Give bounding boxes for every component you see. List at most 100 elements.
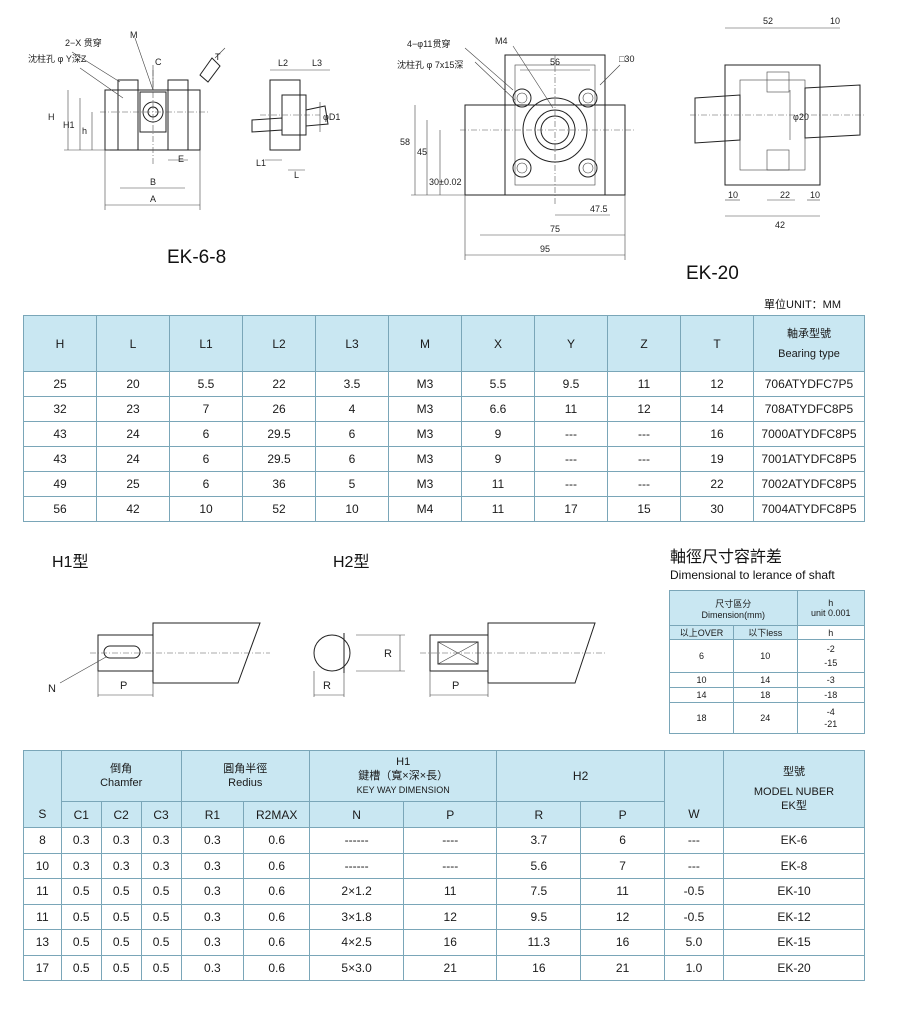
sub-header: R2MAX	[243, 801, 311, 828]
table-cell: 18	[732, 687, 798, 703]
table-cell: EK-12	[722, 903, 866, 930]
table-cell: 9.5	[496, 903, 582, 930]
sub-header: R	[496, 801, 582, 828]
table-cell: 10	[732, 639, 798, 673]
bearing-header-cn: 軸承型號	[787, 327, 831, 340]
ek68-h-label: H	[48, 112, 55, 122]
table-cell: 6	[580, 827, 665, 854]
table-cell: 8	[23, 827, 62, 854]
shaft-types-drawing: N P R R P	[20, 595, 620, 720]
col-header: H	[23, 315, 97, 372]
table-cell: 16	[680, 421, 754, 447]
table-cell: 3.5	[315, 371, 389, 397]
table-cell: M3	[388, 371, 462, 397]
table-cell: ------	[309, 827, 405, 854]
table-cell: 7000ATYDFC8P5	[753, 421, 865, 447]
ek20-sq30-label: □30	[619, 54, 634, 64]
table-cell: 12	[580, 903, 665, 930]
tolerance-head-dimension: 尺寸區分 Dimension(mm)	[669, 590, 798, 626]
table-cell: EK-6	[722, 827, 866, 854]
table-row: 6 10 -2-15	[669, 639, 866, 673]
table-cell: -0.5	[663, 878, 724, 905]
table-cell: 11	[23, 903, 62, 930]
ek68-hsmall-label: h	[82, 126, 87, 136]
table-cell: M3	[388, 421, 462, 447]
table-cell: 5.5	[169, 371, 243, 397]
ek20-22-label: 22	[780, 190, 790, 200]
table-cell: 0.5	[140, 878, 182, 905]
ek68-d1-label: φD1	[323, 112, 340, 122]
table-cell: 6.6	[461, 396, 535, 422]
table-cell: 11	[23, 878, 62, 905]
sub-header: R1	[180, 801, 245, 828]
table-cell: 0.5	[100, 929, 142, 956]
table-cell: 0.3	[60, 852, 102, 879]
sub-header: C2	[100, 801, 142, 828]
table-cell: M3	[388, 446, 462, 472]
table-cell: 5×3.0	[309, 954, 405, 981]
tolerance-head-unit: unit 0.001	[811, 608, 851, 618]
table-cell: M4	[388, 496, 462, 522]
h2-type-title: H2型	[333, 554, 370, 571]
table-cell: 32	[23, 396, 97, 422]
ek20-10b-label: 10	[728, 190, 738, 200]
ek68-l3-label: L3	[312, 58, 322, 68]
chamfer-en: Chamfer	[100, 777, 143, 789]
table-cell: 15	[607, 496, 681, 522]
table-cell: 0.5	[100, 903, 142, 930]
keyway-cn: 鍵槽（寬×深×長）	[358, 770, 449, 782]
table-cell: 11	[607, 371, 681, 397]
table-cell: -4-21	[796, 702, 866, 734]
table-cell: 16	[580, 929, 665, 956]
table-cell: 49	[23, 471, 97, 497]
ek20-phi20-label: φ20	[793, 112, 809, 122]
table-cell: 5.5	[461, 371, 535, 397]
col-header: M	[388, 315, 462, 372]
tolerance-head-en: Dimension(mm)	[701, 609, 766, 620]
table-cell: 26	[242, 396, 316, 422]
table-cell: 23	[96, 396, 170, 422]
table-cell: 11.3	[496, 929, 582, 956]
ek20-m4-label: M4	[495, 36, 508, 46]
table-cell: 25	[23, 371, 97, 397]
ek68-a-label: A	[150, 194, 156, 204]
ek20-10c-label: 10	[810, 190, 820, 200]
table-cell: 14	[680, 396, 754, 422]
ek68-e-label: E	[178, 154, 184, 164]
ek20-58-label: 58	[400, 137, 410, 147]
table-cell: 0.6	[243, 954, 311, 981]
ek68-h1-label: H1	[63, 120, 75, 130]
table-cell: 4	[315, 396, 389, 422]
table-cell: ----	[403, 852, 498, 879]
table-cell: ------	[309, 852, 405, 879]
tolerance-title-en: Dimensional to lerance of shaft	[670, 568, 835, 582]
table-cell: 24	[732, 702, 798, 734]
table-cell: ---	[534, 446, 608, 472]
table-cell: 11	[461, 471, 535, 497]
table-cell: 17	[534, 496, 608, 522]
table-cell: 0.3	[180, 878, 245, 905]
ek20-45-label: 45	[417, 147, 427, 157]
table-cell: 42	[96, 496, 170, 522]
ek20-counterbore-label: 沈柱孔 φ 7x15深	[397, 59, 463, 70]
tolerance-col-h: h	[796, 625, 866, 640]
table-row: 18 24 -4-21	[669, 702, 866, 734]
table-cell: 20	[96, 371, 170, 397]
table-cell: 0.6	[243, 852, 311, 879]
ek68-b-label: B	[150, 177, 156, 187]
table-cell: 2×1.2	[309, 878, 405, 905]
sub-header: C1	[60, 801, 102, 828]
col-header-h1: H1 鍵槽（寬×深×長） KEY WAY DIMENSION	[309, 750, 498, 802]
table-cell: 0.6	[243, 903, 311, 930]
bearing-table: H L L1 L2 L3 M X Y Z T 軸承型號 Bearing type…	[23, 315, 865, 522]
table-cell: 0.5	[140, 929, 182, 956]
ek68-c-label: C	[155, 57, 162, 67]
h1-label: H1	[396, 756, 411, 768]
table-cell: 7004ATYDFC8P5	[753, 496, 865, 522]
col-header-s: S	[23, 750, 62, 828]
